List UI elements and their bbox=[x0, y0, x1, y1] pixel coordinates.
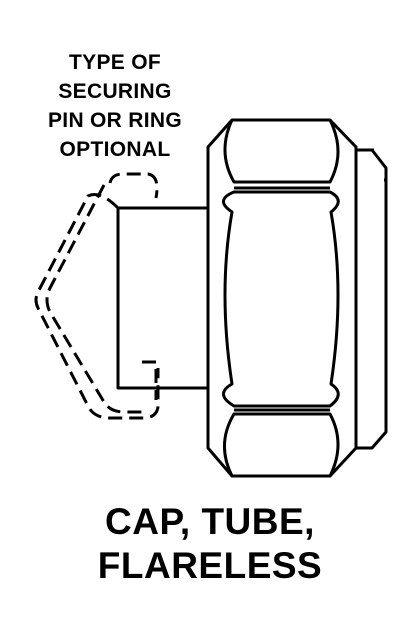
hex-face-middle bbox=[222, 190, 340, 408]
annotation-line: OPTIONAL bbox=[59, 138, 171, 161]
title-line: CAP, TUBE, bbox=[105, 501, 315, 542]
securing-ring-dashed bbox=[34, 172, 160, 420]
annotation-line: TYPE OF bbox=[69, 51, 161, 74]
part-title: CAP, TUBE, FLARELESS bbox=[0, 500, 420, 588]
tube-stem bbox=[116, 206, 207, 390]
cap-shoulder bbox=[356, 148, 388, 450]
hex-face-top bbox=[223, 119, 340, 184]
hex-face-bottom bbox=[222, 412, 340, 478]
annotation-line: SECURING bbox=[58, 80, 172, 103]
annotation-line: PIN OR RING bbox=[48, 109, 182, 132]
annotation-text: TYPE OF SECURING PIN OR RING OPTIONAL bbox=[30, 48, 200, 164]
title-line: FLARELESS bbox=[97, 545, 323, 586]
